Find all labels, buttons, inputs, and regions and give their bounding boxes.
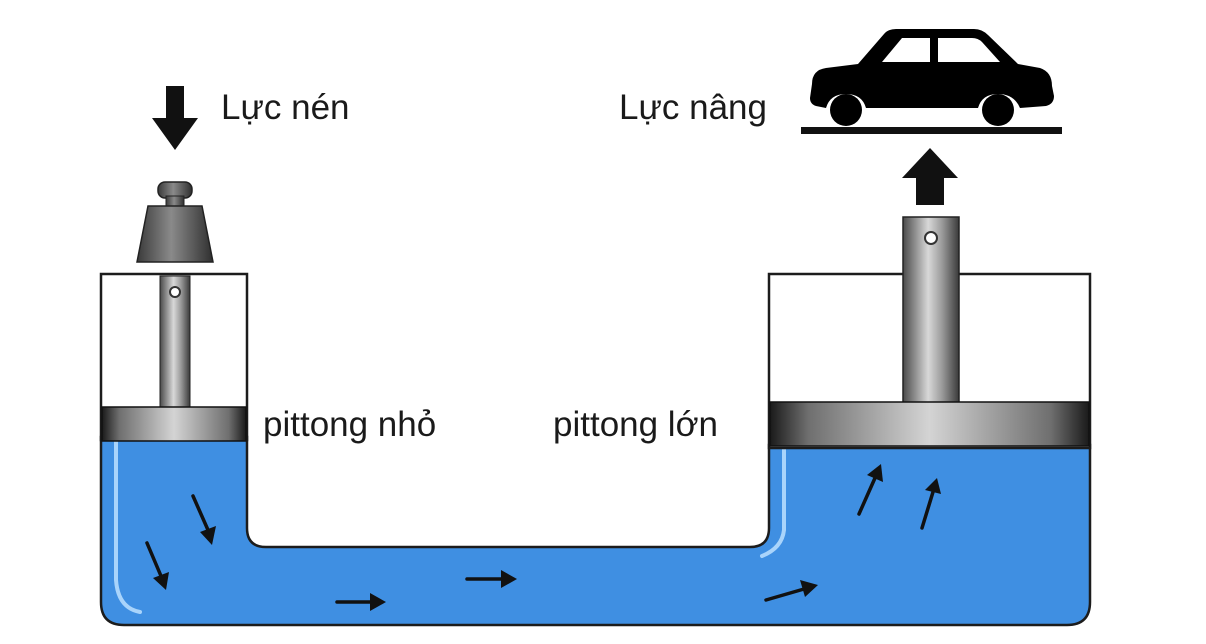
arrow-up-icon	[902, 148, 958, 205]
small-piston-rod	[159, 275, 191, 410]
flow-arrow-icon	[191, 494, 216, 545]
arrow-down-icon	[152, 86, 198, 150]
large-piston	[769, 401, 1090, 447]
hydraulic-liquid	[99, 435, 1092, 627]
small-piston	[101, 406, 247, 442]
large-rod-pin	[924, 231, 938, 245]
flow-arrow-icon	[335, 593, 386, 611]
weight-icon	[136, 181, 214, 263]
flow-arrow-icon	[465, 570, 517, 588]
large-piston-label: pittong lớn	[553, 405, 718, 444]
liquid-highlight-left	[114, 438, 142, 614]
compress-force-label: Lực nén	[221, 88, 350, 127]
lift-platform	[801, 127, 1062, 134]
liquid-highlight-right	[760, 446, 786, 558]
lift-force-label: Lực nâng	[619, 88, 767, 127]
large-piston-rod	[902, 216, 960, 406]
flow-arrows	[145, 464, 941, 611]
flow-arrow-icon	[764, 580, 818, 602]
flow-arrow-icon	[857, 464, 883, 516]
car-icon	[810, 29, 1054, 126]
small-piston-label: pittong nhỏ	[263, 405, 436, 444]
flow-arrow-icon	[145, 541, 169, 590]
flow-arrow-icon	[920, 478, 941, 530]
small-rod-pin	[169, 286, 181, 298]
